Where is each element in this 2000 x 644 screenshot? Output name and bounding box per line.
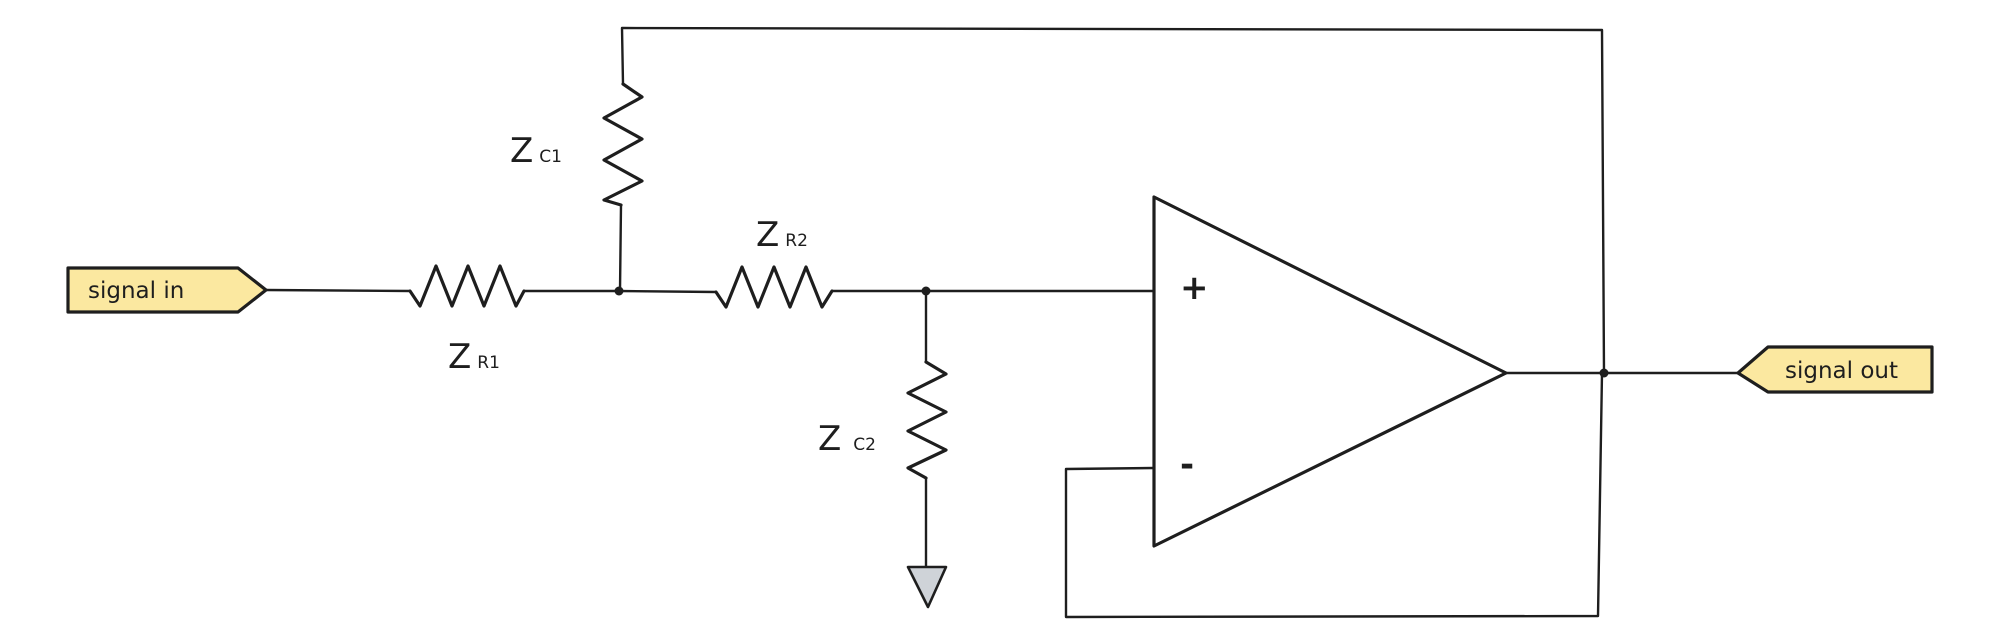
- resistor-zc2: [906, 360, 948, 480]
- wire-input: [264, 288, 412, 293]
- resistor-zr1: [408, 264, 526, 308]
- signal-out-tag: signal out: [1736, 345, 1934, 394]
- junction-node: [614, 286, 624, 296]
- wire-junction-to-r2: [616, 289, 718, 294]
- junction-node: [1599, 368, 1609, 378]
- resistor-zr2: [714, 265, 834, 309]
- junction-node: [921, 286, 931, 296]
- wire-negative-feedback: [1064, 371, 1604, 619]
- op-amp: [1152, 195, 1508, 548]
- op-amp-minus-sign: -: [1180, 445, 1194, 485]
- op-amp-plus-sign: +: [1180, 268, 1209, 308]
- ground-icon: [906, 565, 948, 609]
- resistor-zc1: [602, 82, 644, 207]
- wire-c1-down: [618, 203, 623, 293]
- signal-in-tag: signal in: [66, 266, 268, 314]
- wire-c1-up-feedback: [620, 26, 1606, 375]
- signal-out-label: signal out: [1785, 358, 1898, 384]
- signal-in-label: signal in: [88, 278, 184, 304]
